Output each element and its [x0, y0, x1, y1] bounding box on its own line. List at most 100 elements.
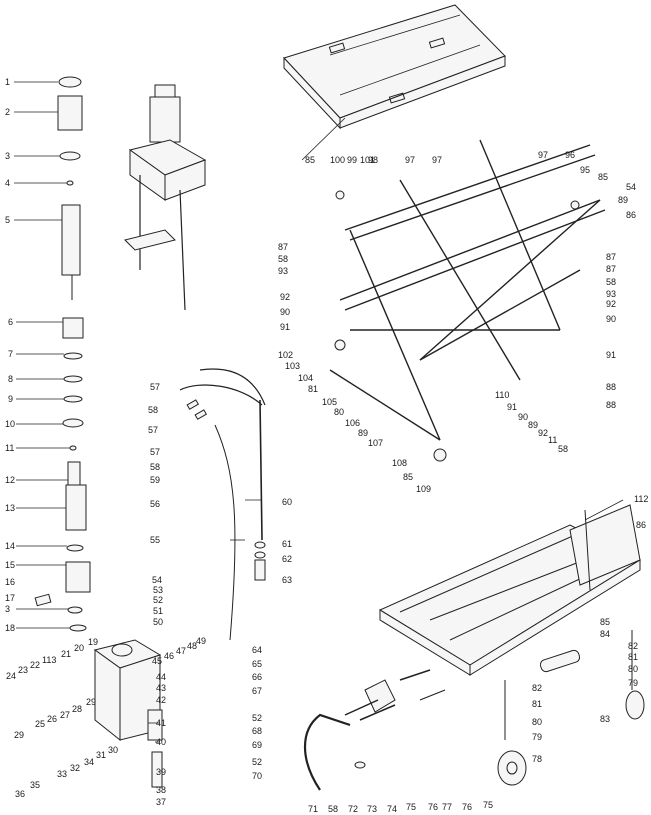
part-label: 16	[5, 577, 15, 587]
part-label: 56	[150, 499, 160, 509]
part-label: 96	[565, 150, 575, 160]
part-label: 78	[532, 754, 542, 764]
part-label: 52	[252, 713, 262, 723]
part-label: 22	[30, 660, 40, 670]
part-label: 52	[153, 595, 163, 605]
handle-assembly-drawing	[303, 669, 446, 791]
part-label: 87	[606, 252, 616, 262]
part-label: 99	[347, 155, 357, 165]
part-label: 91	[280, 322, 290, 332]
part-label: 35	[30, 780, 40, 790]
part-label: 85	[600, 617, 610, 627]
part-label: 57	[148, 425, 158, 435]
part-label: 85	[403, 472, 413, 482]
part-label: 43	[156, 683, 166, 693]
platform-drawing	[283, 4, 506, 130]
part-label: 31	[96, 750, 106, 760]
part-label: 79	[532, 732, 542, 742]
part-label: 18	[5, 623, 15, 633]
part-label: 8	[8, 374, 13, 384]
part-label: 86	[636, 520, 646, 530]
part-label: 89	[358, 428, 368, 438]
part-label: 92	[280, 292, 290, 302]
part-label: 29	[14, 730, 24, 740]
part-label: 14	[5, 541, 15, 551]
part-label: 21	[61, 649, 71, 659]
part-label: 41	[156, 718, 166, 728]
pump-stack-drawing	[34, 76, 91, 632]
part-label: 71	[308, 804, 318, 814]
part-label: 95	[580, 165, 590, 175]
part-label: 17	[5, 593, 15, 603]
part-label: 68	[252, 726, 262, 736]
part-label: 66	[252, 672, 262, 682]
part-label: 67	[252, 686, 262, 696]
part-label: 87	[278, 242, 288, 252]
part-label: 58	[148, 405, 158, 415]
part-label: 77	[442, 802, 452, 812]
part-label: 104	[298, 373, 313, 383]
part-label: 92	[606, 299, 616, 309]
part-label: 52	[252, 757, 262, 767]
part-label: 63	[282, 575, 292, 585]
part-label: 101	[360, 155, 375, 165]
part-label: 93	[278, 266, 288, 276]
part-label: 76	[428, 802, 438, 812]
part-label: 88	[606, 382, 616, 392]
part-label: 70	[252, 771, 262, 781]
part-label: 9	[8, 394, 13, 404]
part-label: 75	[483, 800, 493, 810]
part-label: 76	[462, 802, 472, 812]
part-label: 82	[628, 641, 638, 651]
part-label: 105	[322, 397, 337, 407]
part-label: 62	[282, 554, 292, 564]
part-label: 51	[153, 606, 163, 616]
part-label: 7	[8, 349, 13, 359]
part-label: 25	[35, 719, 45, 729]
part-label: 1	[5, 77, 10, 87]
part-label: 4	[5, 178, 10, 188]
part-number-labels: 1 2 3 4 5 6 7 8 9 10 11 12 13 14 15 16 1…	[5, 77, 648, 814]
part-label: 28	[72, 704, 82, 714]
scissor-frame-drawing	[329, 139, 606, 462]
part-label: 58	[558, 444, 568, 454]
part-label: 79	[628, 678, 638, 688]
part-label: 92	[538, 428, 548, 438]
part-label: 11	[5, 443, 14, 453]
part-label: 20	[74, 643, 84, 653]
pump-base-drawing	[93, 639, 163, 788]
part-label: 48	[187, 641, 197, 651]
part-label: 91	[606, 350, 616, 360]
part-label: 112	[634, 494, 648, 504]
part-label: 54	[152, 575, 162, 585]
part-label: 2	[5, 107, 10, 117]
part-label: 110	[495, 390, 509, 400]
part-label: 38	[156, 785, 166, 795]
part-label: 26	[47, 714, 57, 724]
part-label: 88	[606, 400, 616, 410]
part-label: 5	[5, 215, 10, 225]
part-label: 30	[108, 745, 118, 755]
part-label: 39	[156, 767, 166, 777]
part-label: 97	[432, 155, 442, 165]
part-label: 90	[518, 412, 528, 422]
part-label: 55	[150, 535, 160, 545]
part-label: 81	[532, 699, 542, 709]
part-label: 54	[626, 182, 636, 192]
part-label: 87	[606, 264, 616, 274]
part-label: 102	[278, 350, 293, 360]
part-label: 113	[42, 655, 56, 665]
part-label: 23	[18, 665, 28, 675]
part-label: 109	[416, 484, 431, 494]
part-label: 82	[532, 683, 542, 693]
part-label: 107	[368, 438, 383, 448]
part-label: 33	[57, 769, 67, 779]
part-label: 34	[84, 757, 94, 767]
part-label: 100	[330, 155, 345, 165]
part-label: 84	[600, 629, 610, 639]
part-label: 6	[8, 317, 13, 327]
part-label: 46	[164, 651, 174, 661]
part-label: 40	[156, 737, 166, 747]
part-label: 13	[5, 503, 15, 513]
